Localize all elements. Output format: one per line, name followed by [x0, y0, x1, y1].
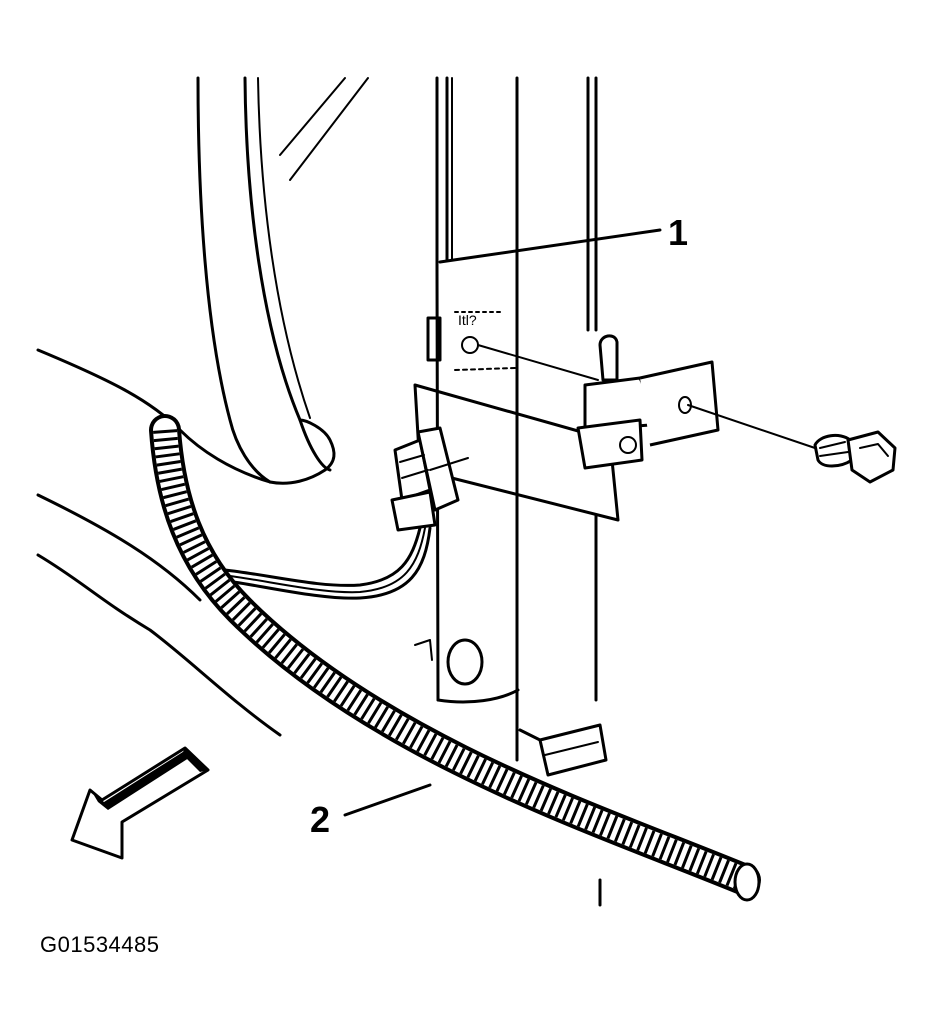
sensor-guide-line [477, 344, 599, 381]
stamped-marking: Itl? [458, 312, 477, 328]
fender-flare [196, 76, 369, 485]
callout-2-label: 2 [310, 799, 330, 840]
grommet [414, 638, 484, 686]
electrical-connector [390, 426, 469, 532]
bolt-guide-line [687, 404, 816, 449]
callout-2-leader [343, 783, 432, 817]
sensor-mount-hole [461, 336, 479, 354]
callout-1-leader [438, 228, 662, 264]
figure-id: G01534485 [40, 932, 160, 957]
body-panel [36, 348, 282, 737]
lower-bracket [518, 723, 608, 777]
callout-1-label: 1 [668, 212, 688, 253]
vertical-frame [435, 76, 602, 907]
wiring-harness-conduit [149, 414, 761, 902]
sensor-assembly [576, 334, 720, 470]
connector-wires [218, 526, 432, 600]
bolt-icon [813, 430, 897, 484]
front-direction-arrow-icon [70, 746, 210, 860]
